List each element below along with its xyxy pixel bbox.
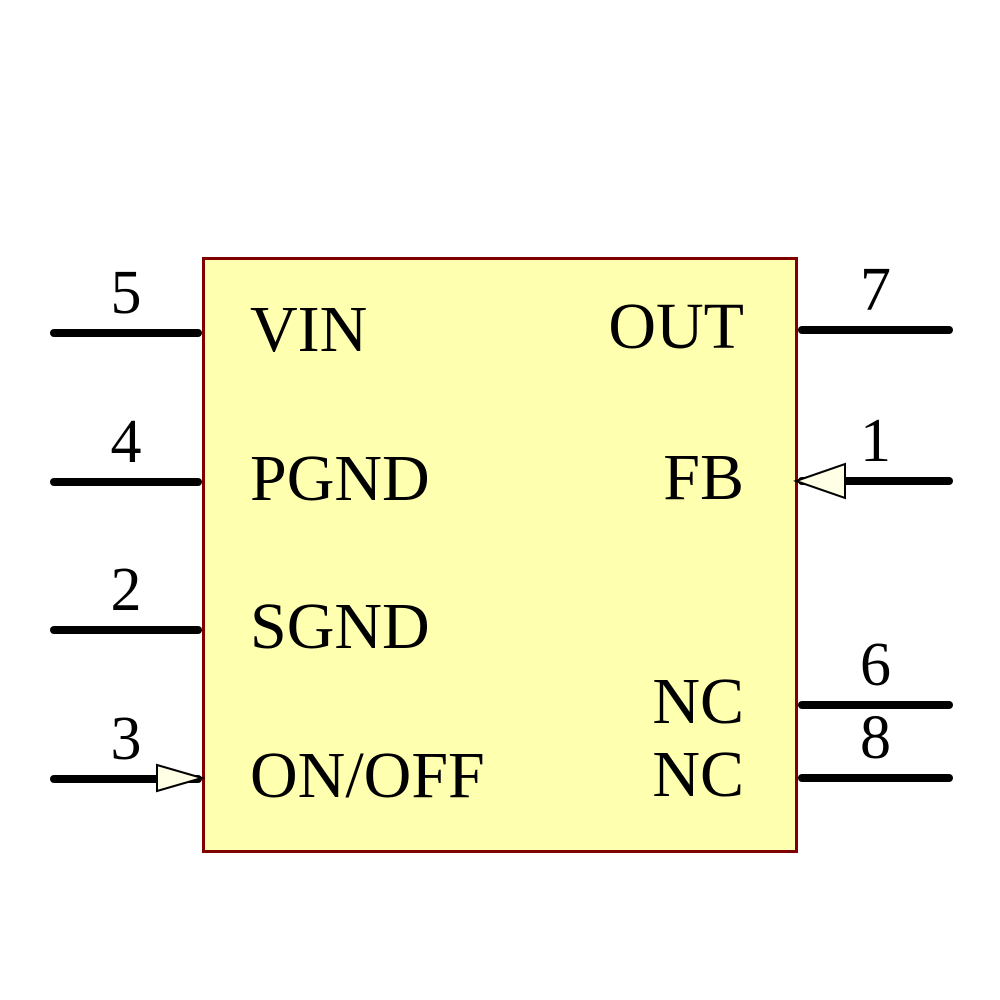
pin-number-7: 7 [860,256,891,324]
pin-line-7 [798,326,953,334]
pin-number-3: 3 [110,705,142,773]
pin-number-6: 6 [860,631,891,699]
pin-label-onoff-sgnd: SGND [250,590,430,663]
pin-line-2 [50,626,202,634]
pin-number-5: 5 [110,259,142,327]
ic-body [202,257,798,853]
pin-line-1 [798,477,953,485]
pin-line-5 [50,329,202,337]
pin-number-1: 1 [860,407,891,475]
pin-label-onoff: ON/OFF [250,739,485,812]
pin-label-nc-6: NC [652,665,744,738]
pin-number-2: 2 [110,556,142,624]
pin-number-8: 8 [860,704,891,772]
pin-line-4 [50,478,202,486]
pin-label-vin: VIN [250,293,368,366]
pin-line-3 [50,775,202,783]
pin-line-6 [798,701,953,709]
pin-label-out: OUT [608,290,744,363]
pin-number-4: 4 [110,408,142,476]
input-arrow-icon [156,763,206,793]
pin-label-nc-8: NC [652,738,744,811]
pin-label-fb: FB [663,441,744,514]
input-arrow-icon [792,462,846,500]
pin-line-8 [798,774,953,782]
pin-label-pgnd: PGND [250,442,430,515]
